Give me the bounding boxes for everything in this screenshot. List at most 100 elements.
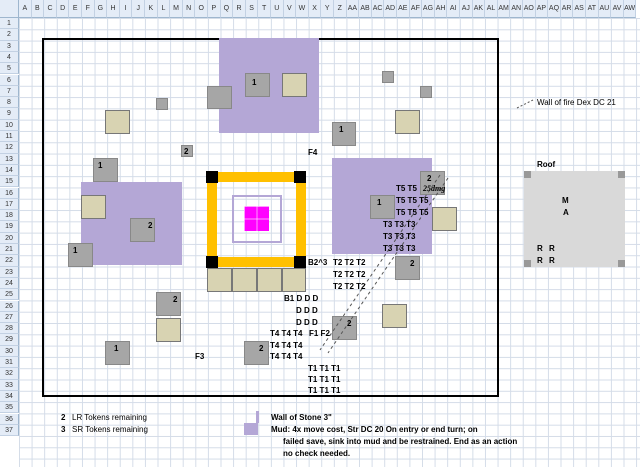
column-header[interactable]: U (271, 0, 284, 18)
column-header[interactable]: S (245, 0, 259, 18)
row-header[interactable]: 13 (0, 153, 19, 165)
column-header[interactable]: E (69, 0, 82, 18)
token[interactable] (420, 86, 432, 98)
column-header[interactable]: G (94, 0, 108, 18)
row-header[interactable]: 28 (0, 323, 19, 335)
row-header[interactable]: 6 (0, 74, 19, 86)
column-header[interactable]: AS (573, 0, 586, 18)
row-header[interactable]: 12 (0, 142, 19, 154)
row-header[interactable]: 14 (0, 164, 19, 177)
row-header[interactable]: 23 (0, 266, 19, 278)
column-header[interactable]: Q (220, 0, 234, 18)
column-header[interactable]: AK (472, 0, 486, 18)
row-header[interactable]: 11 (0, 131, 19, 143)
row-header[interactable]: 20 (0, 232, 19, 244)
select-all-corner[interactable] (0, 0, 19, 18)
column-header[interactable]: AA (346, 0, 360, 18)
row-header[interactable]: 25 (0, 289, 19, 301)
column-header[interactable]: N (182, 0, 196, 18)
column-header[interactable]: K (145, 0, 158, 18)
column-header[interactable]: AF (409, 0, 423, 18)
column-header[interactable]: L (157, 0, 171, 18)
column-header[interactable]: F (82, 0, 95, 18)
row-header[interactable]: 2 (0, 29, 19, 41)
row-header[interactable]: 7 (0, 85, 19, 98)
column-header[interactable]: P (208, 0, 221, 18)
column-header[interactable]: AW (623, 0, 637, 18)
column-header[interactable]: AL (485, 0, 498, 18)
column-header[interactable]: AO (523, 0, 536, 18)
token[interactable]: 1 (93, 158, 118, 182)
token[interactable]: 2 (244, 341, 269, 365)
token[interactable]: 2 (395, 256, 420, 280)
row-header[interactable]: 18 (0, 210, 19, 222)
row-header[interactable]: 22 (0, 255, 19, 267)
column-header[interactable]: AN (510, 0, 523, 18)
column-header[interactable]: AE (397, 0, 410, 18)
token[interactable]: 1 (332, 122, 356, 146)
row-header[interactable]: 24 (0, 277, 19, 290)
row-header[interactable]: 15 (0, 176, 19, 188)
row-header[interactable]: 34 (0, 390, 19, 403)
row-header[interactable]: 35 (0, 402, 19, 414)
row-header[interactable]: 16 (0, 187, 19, 199)
column-header[interactable]: R (233, 0, 246, 18)
row-header[interactable]: 8 (0, 97, 19, 109)
token[interactable]: 1 (370, 195, 395, 219)
row-header[interactable]: 21 (0, 244, 19, 256)
column-header[interactable]: AC (371, 0, 385, 18)
column-header[interactable]: AU (598, 0, 612, 18)
column-header[interactable]: D (56, 0, 70, 18)
column-header[interactable]: Y (321, 0, 334, 18)
column-header[interactable]: AG (422, 0, 435, 18)
row-header[interactable]: 36 (0, 413, 19, 425)
column-header[interactable]: AV (611, 0, 624, 18)
column-header[interactable]: Z (334, 0, 347, 18)
column-header[interactable]: AD (384, 0, 397, 18)
row-header[interactable]: 37 (0, 424, 19, 437)
row-header[interactable]: 30 (0, 345, 19, 357)
column-header[interactable]: AT (586, 0, 599, 18)
row-header[interactable]: 5 (0, 63, 19, 75)
column-header[interactable]: AI (447, 0, 460, 18)
column-header[interactable]: J (132, 0, 145, 18)
token[interactable]: 2 (130, 218, 155, 242)
token[interactable]: 2 (332, 316, 357, 340)
column-header[interactable]: V (283, 0, 297, 18)
row-header[interactable]: 9 (0, 108, 19, 120)
token[interactable]: 1 (245, 73, 270, 97)
row-header[interactable]: 33 (0, 379, 19, 391)
token[interactable]: 1 (105, 341, 130, 365)
column-header[interactable]: A (19, 0, 32, 18)
column-header[interactable]: W (296, 0, 309, 18)
token[interactable] (156, 98, 168, 110)
column-header[interactable]: B (31, 0, 45, 18)
row-header[interactable]: 4 (0, 51, 19, 64)
token[interactable]: 2 (156, 292, 181, 316)
row-header[interactable]: 27 (0, 311, 19, 324)
row-header[interactable]: 29 (0, 334, 19, 346)
token[interactable] (382, 71, 394, 83)
token[interactable]: 2 (181, 145, 193, 157)
column-header[interactable]: H (107, 0, 120, 18)
row-header[interactable]: 1 (0, 18, 19, 30)
column-header[interactable]: AB (359, 0, 372, 18)
column-header[interactable]: C (44, 0, 57, 18)
column-header[interactable]: AR (560, 0, 574, 18)
column-header[interactable]: AH (434, 0, 448, 18)
column-header[interactable]: AJ (460, 0, 473, 18)
row-header[interactable]: 17 (0, 198, 19, 211)
row-header[interactable]: 32 (0, 368, 19, 380)
column-header[interactable]: AQ (548, 0, 561, 18)
token[interactable] (207, 86, 232, 109)
column-header[interactable]: O (195, 0, 208, 18)
column-header[interactable]: X (308, 0, 322, 18)
column-header[interactable]: T (258, 0, 271, 18)
row-header[interactable]: 10 (0, 119, 19, 131)
row-header[interactable]: 19 (0, 221, 19, 233)
column-header[interactable]: AM (497, 0, 511, 18)
row-header[interactable]: 3 (0, 40, 19, 52)
row-header[interactable]: 31 (0, 357, 19, 369)
token[interactable]: 1 (68, 243, 93, 267)
row-header[interactable]: 26 (0, 300, 19, 312)
